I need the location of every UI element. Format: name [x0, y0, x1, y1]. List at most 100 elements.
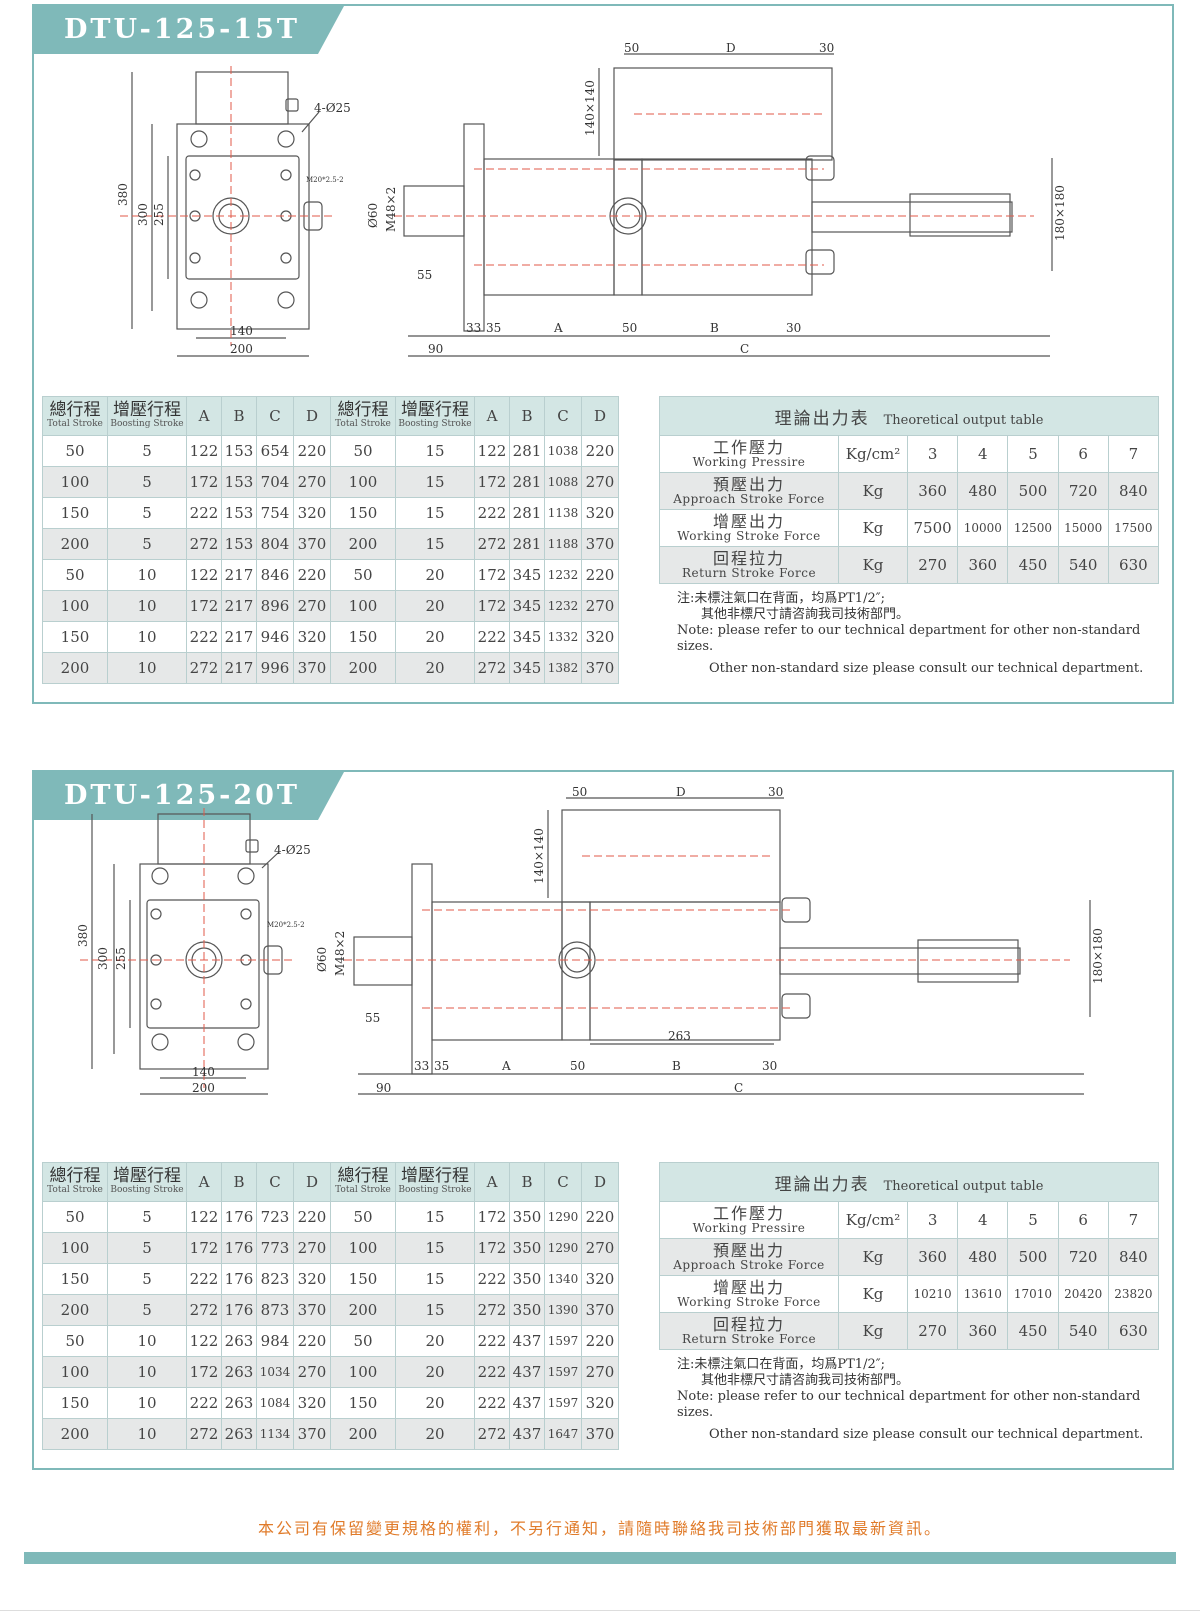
- spec-cell: 122: [186, 559, 222, 591]
- label-200: 200: [192, 1081, 215, 1095]
- label-380: 380: [76, 924, 90, 947]
- spec-cell: 1188: [544, 528, 582, 560]
- spec-cell: 723: [256, 1201, 294, 1233]
- product-panel-15t: DTU-125-15T: [32, 4, 1174, 704]
- label-140: 140: [230, 324, 253, 338]
- spec-cell: 20: [395, 559, 475, 591]
- output-value: 4: [957, 435, 1009, 473]
- spec-cell: 270: [581, 1232, 619, 1264]
- spec-cell: 15: [395, 1263, 475, 1295]
- label-b50: 50: [622, 321, 637, 335]
- spec-cell: 10: [107, 1325, 187, 1357]
- spec-cell: 320: [293, 1387, 331, 1419]
- spec-cell: 370: [581, 1418, 619, 1450]
- page-divider: [0, 1610, 1200, 1611]
- label-300: 300: [96, 947, 110, 970]
- spec-cell: 200: [42, 1294, 108, 1326]
- label-B: B: [710, 321, 719, 335]
- spec-cell: 50: [42, 435, 108, 467]
- label-phi60: Ø60: [366, 203, 380, 228]
- spec-cell: 150: [42, 497, 108, 529]
- spec-cell: 122: [474, 435, 510, 467]
- spec-cell: 437: [509, 1387, 545, 1419]
- front-flange: [463, 123, 485, 332]
- label-D: D: [676, 785, 686, 799]
- technical-drawing: 4-Ø25 M20*2.5-2 380 300 255 140 200 50 D…: [116, 41, 1067, 357]
- label-D: D: [726, 41, 736, 55]
- spec-cell: 172: [186, 590, 222, 622]
- spec-cell: 222: [474, 1325, 510, 1357]
- spec-cell: 270: [293, 466, 331, 498]
- spec-cell: 20: [395, 1418, 475, 1450]
- output-unit: Kg: [838, 1312, 908, 1350]
- spec-cell: 1134: [256, 1418, 294, 1450]
- spec-cell: 281: [509, 466, 545, 498]
- cylinder-top-view: [195, 71, 289, 125]
- disclaimer-footer: 本公司有保留變更規格的權利，不另行通知，請隨時聯絡我司技術部門獲取最新資訊。: [257, 1519, 942, 1538]
- output-value: 840: [1107, 1238, 1160, 1276]
- label-phi60: Ø60: [315, 947, 329, 972]
- spec-cell: 50: [330, 1201, 396, 1233]
- label-300: 300: [136, 203, 150, 226]
- spec-cell: 281: [509, 497, 545, 529]
- label-200: 200: [230, 342, 253, 356]
- spec-cell: 5: [107, 435, 187, 467]
- spec-cell: 220: [293, 559, 331, 591]
- spec-cell: 10: [107, 621, 187, 653]
- spec-cell: 804: [256, 528, 294, 560]
- spec-cell: 153: [221, 528, 257, 560]
- label-b30: 30: [786, 321, 801, 335]
- spec-cell: 176: [221, 1232, 257, 1264]
- spec-cell: 10: [107, 1387, 187, 1419]
- label-m48: M48×2: [333, 931, 347, 976]
- output-value: 6: [1057, 435, 1109, 473]
- spec-cell: 270: [581, 466, 619, 498]
- spec-cell: 370: [581, 652, 619, 684]
- spec-cell: 150: [42, 1263, 108, 1295]
- label-255: 255: [114, 947, 128, 970]
- spec-cell: 200: [42, 528, 108, 560]
- spec-cell: 100: [42, 1232, 108, 1264]
- spec-cell: 272: [186, 528, 222, 560]
- spec-cell: 20: [395, 1387, 475, 1419]
- spec-cell: 272: [186, 1418, 222, 1450]
- output-value: 15000: [1057, 509, 1109, 547]
- output-value: 480: [957, 472, 1009, 510]
- spec-cell: 15: [395, 528, 475, 560]
- footnote: 注:未標注氣口在背面，均爲PT1/2″; 其他非標尺寸請咨詢我司技術部門。 No…: [677, 591, 1144, 676]
- spec-cell: 272: [186, 1294, 222, 1326]
- output-value: 720: [1057, 472, 1109, 510]
- spec-cell: 100: [42, 590, 108, 622]
- spec-cell: 370: [293, 1294, 331, 1326]
- output-value: 3: [906, 435, 959, 473]
- output-value: 7: [1107, 1201, 1160, 1239]
- label-port: M20*2.5-2: [306, 176, 344, 184]
- spec-cell: 437: [509, 1356, 545, 1388]
- spec-cell: 345: [509, 590, 545, 622]
- spec-cell: 153: [221, 435, 257, 467]
- spec-cell: 270: [581, 590, 619, 622]
- spec-cell: 773: [256, 1232, 294, 1264]
- spec-cell: 222: [474, 1356, 510, 1388]
- spec-cell: 996: [256, 652, 294, 684]
- label-d55: 55: [417, 268, 432, 282]
- panel-title: DTU-125-15T: [34, 6, 344, 54]
- spec-cell: 5: [107, 1201, 187, 1233]
- spec-cell: 220: [293, 435, 331, 467]
- spec-cell: 846: [256, 559, 294, 591]
- spec-cell: 222: [186, 497, 222, 529]
- spec-cell: 15: [395, 497, 475, 529]
